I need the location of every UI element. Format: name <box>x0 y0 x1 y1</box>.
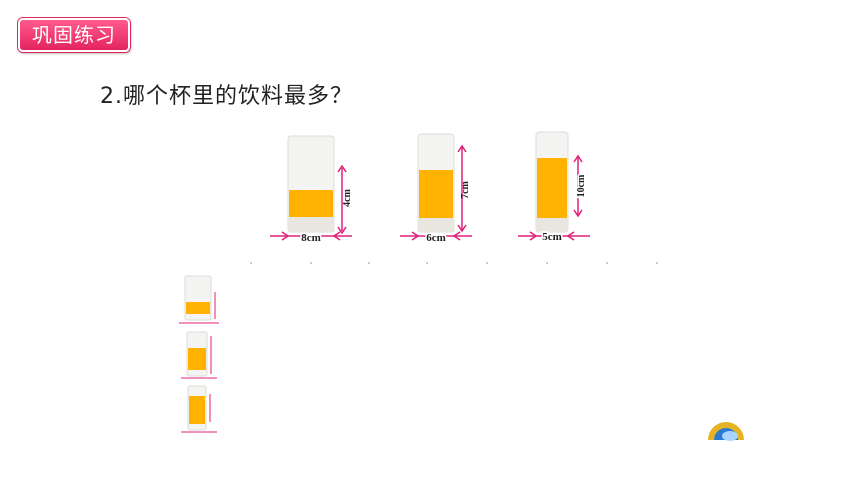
glass-1-figure: 4cm 8cm <box>270 135 353 246</box>
glass-3-figure: 10cm 5cm <box>518 131 590 245</box>
glass-3-width-label: 5cm <box>542 231 562 243</box>
question-text: 2.哪个杯里的饮料最多？ <box>100 84 353 109</box>
glass-1-width-label: 8cm <box>301 232 321 244</box>
glass-2-figure: 7cm 6cm <box>400 133 472 246</box>
glass-3-height-label: 10cm <box>576 174 587 197</box>
thumbnail-glass-2 <box>181 331 217 379</box>
glass-2-height-label: 7cm <box>460 180 471 198</box>
glass-2-width-label: 6cm <box>426 232 446 244</box>
corner-logo-icon <box>708 422 744 441</box>
glass-1-height-label: 4cm <box>342 188 353 206</box>
glass-2-juice <box>419 170 453 218</box>
thumbnail-glass-1 <box>179 275 219 324</box>
divider-dots <box>250 262 660 266</box>
thumbnail-glass-3 <box>181 385 217 433</box>
glass-1-juice <box>289 190 333 217</box>
glass-3-juice <box>537 158 567 218</box>
section-badge: 巩固练习 <box>18 18 130 52</box>
